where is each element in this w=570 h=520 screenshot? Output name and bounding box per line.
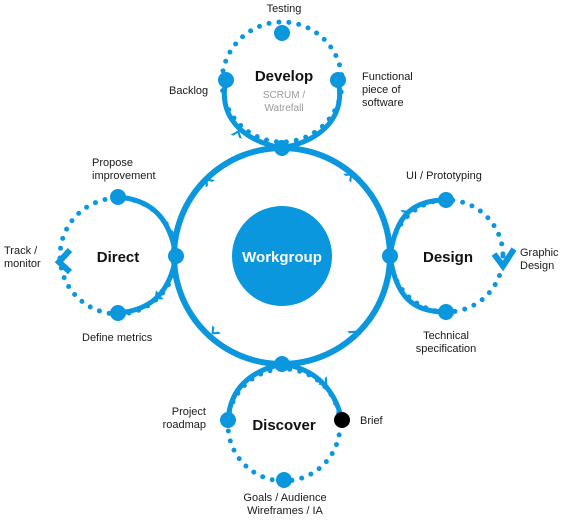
node-goals-audience <box>276 472 292 488</box>
node-technical-spec <box>438 304 454 320</box>
workgroup-circle <box>232 206 332 306</box>
design-title: Design <box>423 249 473 266</box>
develop-title: Develop <box>255 68 313 85</box>
node-brief <box>334 412 350 428</box>
discover-loop-solid <box>225 361 345 421</box>
node-backlog <box>218 72 234 88</box>
label-define-metrics: Define metrics <box>82 332 153 344</box>
node-ui-prototyping <box>438 192 454 208</box>
discover-title: Discover <box>252 417 316 434</box>
label-functional-1: Functional <box>362 71 413 83</box>
node-functional-software <box>330 72 346 88</box>
label-ui-prototyping: UI / Prototyping <box>406 170 482 182</box>
label-goals-1: Goals / Audience <box>243 492 326 504</box>
label-graphic-2: Design <box>520 260 554 272</box>
node-testing <box>274 25 290 41</box>
label-propose-1: Propose <box>92 157 133 169</box>
node-project-roadmap <box>220 412 236 428</box>
label-roadmap-2: roadmap <box>163 419 206 431</box>
label-technical-1: Technical <box>423 330 469 342</box>
label-graphic-1: Graphic <box>520 247 559 259</box>
label-functional-2: piece of <box>362 84 401 96</box>
label-technical-2: specification <box>416 343 477 355</box>
label-roadmap-1: Project <box>172 406 206 418</box>
label-track-1: Track / <box>4 245 38 257</box>
label-brief: Brief <box>360 415 384 427</box>
node-develop-hub <box>274 140 290 156</box>
node-direct-hub <box>168 248 184 264</box>
label-propose-2: improvement <box>92 170 156 182</box>
label-testing: Testing <box>267 3 302 15</box>
node-propose-improvement <box>110 189 126 205</box>
label-functional-3: software <box>362 97 404 109</box>
label-track-2: monitor <box>4 258 41 270</box>
node-design-hub <box>382 248 398 264</box>
graphic-design-marker-icon <box>491 247 517 272</box>
label-goals-2: Wireframes / IA <box>247 505 323 517</box>
develop-method-line2: Watrefall <box>264 103 303 114</box>
workgroup-label: Workgroup <box>242 249 322 266</box>
track-monitor-marker-icon <box>54 247 73 275</box>
label-backlog: Backlog <box>169 85 208 97</box>
develop-method-line1: SCRUM / <box>263 90 305 101</box>
node-discover-hub <box>274 356 290 372</box>
direct-title: Direct <box>97 249 140 266</box>
node-define-metrics <box>110 305 126 321</box>
